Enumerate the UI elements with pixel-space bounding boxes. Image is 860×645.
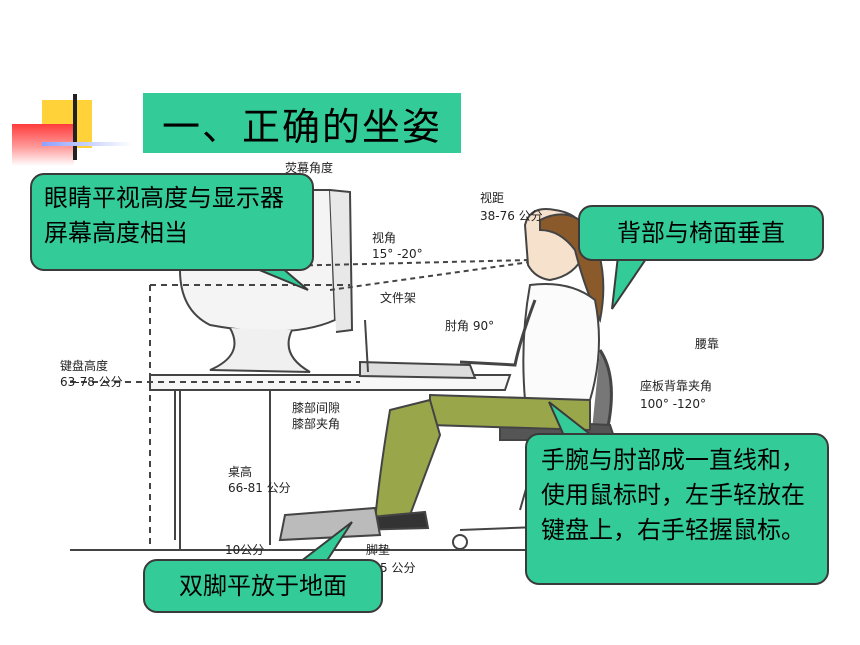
monitor-back: [329, 189, 354, 333]
label-view-distance-value: 38-76 公分: [480, 209, 543, 223]
label-footrest-value: 5 公分: [380, 561, 415, 575]
label-desk-height: 桌高: [228, 464, 252, 479]
person-torso: [522, 283, 600, 401]
label-keyboard-height: 键盘高度: [60, 358, 108, 373]
keyboard-shape: [359, 360, 477, 380]
label-view-angle: 视角: [372, 230, 396, 245]
decor-vertical-bar: [73, 94, 77, 160]
decor-horizontal-bar: [42, 142, 132, 146]
slide-title-box: 一、正确的坐姿: [143, 93, 461, 153]
person-lower-leg: [373, 398, 442, 522]
person-arm: [459, 299, 537, 367]
footrest-shape: [278, 506, 382, 542]
slide-title: 一、正确的坐姿: [161, 104, 442, 149]
label-desk-height-value: 66-81 公分: [228, 481, 291, 495]
chair-wheel-left: [452, 534, 468, 550]
label-ten-cm: 10公分: [225, 543, 264, 557]
label-elbow-angle: 肘角 90°: [445, 318, 494, 333]
callout-wrist: 手腕与肘部成一直线和，使用鼠标时，左手轻放在键盘上，右手轻握鼠标。: [525, 433, 829, 585]
callout-tail-back: [611, 255, 650, 310]
callout-feet-text: 双脚平放于地面: [179, 571, 347, 600]
callout-back-text: 背部与椅面垂直: [617, 218, 785, 247]
label-footrest: 脚垫: [366, 542, 390, 557]
label-seat-back-angle-value: 100° -120°: [640, 397, 706, 411]
sight-line-lower: [329, 261, 531, 291]
callout-wrist-text: 手腕与肘部成一直线和，使用鼠标时，左手轻放在键盘上，右手轻握鼠标。: [541, 446, 805, 544]
label-seat-back-angle: 座板背靠夹角: [640, 378, 712, 393]
label-knee-gap: 膝部间隙: [292, 400, 340, 415]
label-keyboard-height-value: 63-78 公分: [60, 375, 123, 389]
label-view-distance: 视距: [480, 190, 504, 205]
label-knee-angle: 膝部夹角: [292, 416, 340, 431]
label-lumbar: 腰靠: [695, 337, 719, 351]
callout-back: 背部与椅面垂直: [578, 205, 824, 261]
monitor-stand: [209, 327, 311, 373]
label-screen-angle: 荧幕角度: [285, 160, 333, 175]
callout-eye-level-text: 眼睛平视高度与显示器屏幕高度相当: [44, 184, 284, 247]
label-document-holder: 文件架: [380, 290, 416, 305]
document-holder: [364, 319, 369, 373]
callout-eye-level: 眼睛平视高度与显示器屏幕高度相当: [30, 173, 314, 271]
callout-feet: 双脚平放于地面: [143, 559, 383, 613]
label-view-angle-value: 15° -20°: [372, 247, 423, 261]
